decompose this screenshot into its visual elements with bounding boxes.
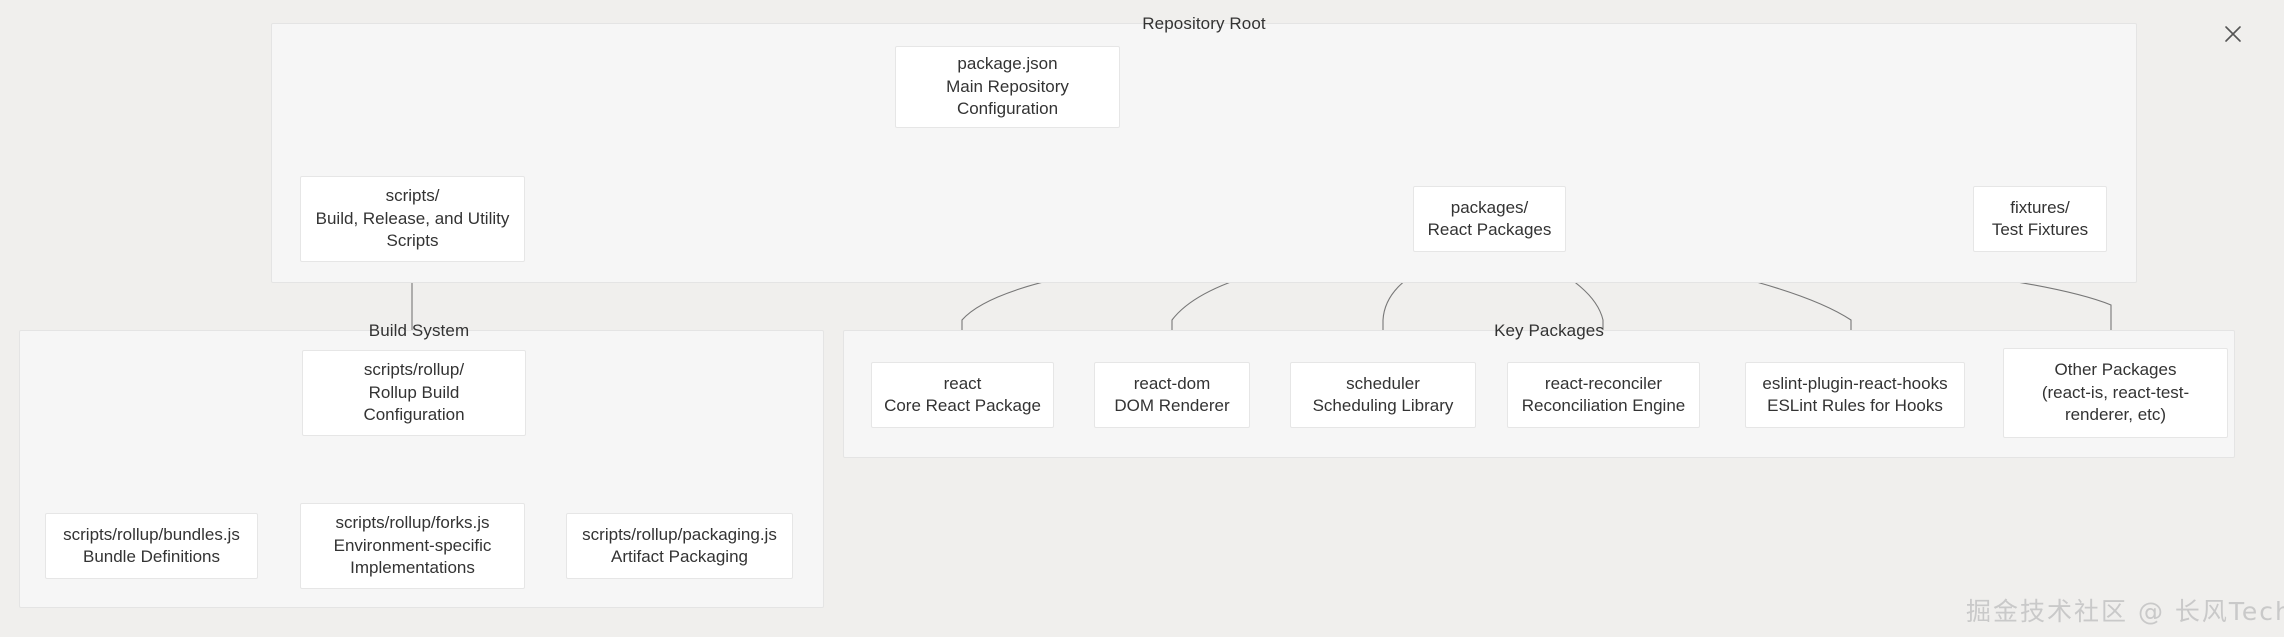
cluster-label-key-packages: Key Packages xyxy=(1494,321,1604,340)
node-label-line: packages/ xyxy=(1450,197,1529,217)
node-label-line: Build, Release, and Utility xyxy=(315,208,510,228)
node-label-line: package.json xyxy=(957,54,1058,74)
close-icon[interactable] xyxy=(2218,19,2248,49)
node-packages[interactable]: packages/React Packages xyxy=(1413,186,1566,252)
node-label-line: Rollup Build xyxy=(368,382,460,402)
node-label-line: Test Fixtures xyxy=(1991,220,2089,239)
node-label-line: ESLint Rules for Hooks xyxy=(1767,396,1943,415)
node-other-packages[interactable]: Other Packages(react-is, react-test-rend… xyxy=(2003,348,2228,438)
node-label-line: React Packages xyxy=(1427,220,1552,239)
node-label-line: Main Repository xyxy=(946,76,1069,96)
node-label-line: Core React Package xyxy=(884,396,1041,415)
node-label-line: fixtures/ xyxy=(2010,197,2070,217)
watermark-text: 掘金技术社区 @ 长风Tech xyxy=(1966,597,2284,626)
node-label-line: (react-is, react-test- xyxy=(2041,382,2190,402)
node-label-line: react-dom xyxy=(1133,373,1211,393)
node-label-line: scripts/rollup/bundles.js xyxy=(63,524,240,544)
node-fixtures[interactable]: fixtures/Test Fixtures xyxy=(1973,186,2107,252)
node-label-line: Other Packages xyxy=(2054,360,2177,380)
node-label-line: react-reconciler xyxy=(1544,373,1663,393)
node-label-line: Reconciliation Engine xyxy=(1521,396,1686,415)
node-label-line: scripts/rollup/ xyxy=(363,360,465,380)
node-label-line: Artifact Packaging xyxy=(610,547,748,566)
node-label-line: react xyxy=(943,373,982,393)
cluster-label-repository-root: Repository Root xyxy=(1142,14,1266,33)
node-label-line: renderer, etc) xyxy=(2064,405,2167,425)
cluster-repository-root xyxy=(271,23,2137,283)
node-label-line: Bundle Definitions xyxy=(82,547,221,566)
node-label-line: DOM Renderer xyxy=(1114,396,1230,415)
node-label-line: Configuration xyxy=(363,405,465,425)
node-label-line: Scheduling Library xyxy=(1312,396,1454,415)
node-label-line: eslint-plugin-react-hooks xyxy=(1762,373,1948,393)
node-label-line: scheduler xyxy=(1346,373,1420,393)
node-label-line: Scripts xyxy=(386,231,439,251)
node-label-line: Implementations xyxy=(350,558,475,578)
node-label-line: scripts/ xyxy=(385,186,440,206)
node-label-line: scripts/rollup/forks.js xyxy=(335,513,490,533)
node-label-line: Environment-specific xyxy=(333,535,492,555)
node-label-line: scripts/rollup/packaging.js xyxy=(582,524,777,544)
cluster-label-build-system: Build System xyxy=(368,321,470,340)
node-label-line: Configuration xyxy=(956,99,1059,119)
